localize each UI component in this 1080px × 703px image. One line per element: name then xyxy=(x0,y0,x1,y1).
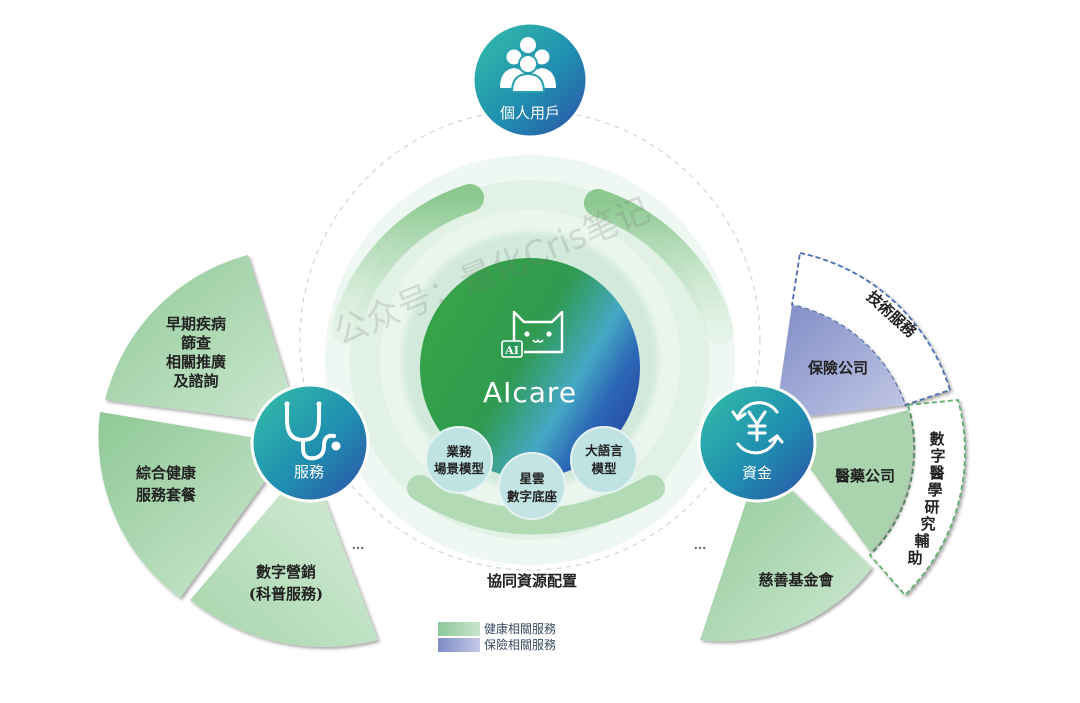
services-node: 服務 xyxy=(250,383,370,503)
svg-text:大語言: 大語言 xyxy=(585,443,623,458)
stethoscope-icon xyxy=(284,401,341,461)
services-fan: 早期疾病 篩查 相關推廣 及諮詢 綜合健康 服務套餐 數字營銷 (科普服務) .… xyxy=(98,255,378,647)
svg-text:醫: 醫 xyxy=(929,464,944,482)
segment-insurance xyxy=(775,305,905,420)
svg-text:服務套餐: 服務套餐 xyxy=(136,486,197,504)
segment-digital-marketing xyxy=(190,460,378,647)
ai-badge-text: AI xyxy=(504,344,519,357)
brand-name: AIcare xyxy=(483,376,577,409)
svg-text:早期疾病: 早期疾病 xyxy=(166,315,226,333)
svg-text:研: 研 xyxy=(924,498,939,516)
bubble-business-model: 業務 場景模型 xyxy=(425,426,493,494)
research-aid-band xyxy=(868,399,966,597)
cat-face-icon xyxy=(512,310,564,354)
svg-text:數: 數 xyxy=(929,430,944,448)
svg-text:及諮詢: 及諮詢 xyxy=(173,372,218,390)
svg-text:學: 學 xyxy=(927,481,942,499)
svg-text:醫藥公司: 醫藥公司 xyxy=(835,467,895,485)
segment-pharma xyxy=(790,410,913,552)
more-ellipsis-right: ... xyxy=(694,538,707,552)
resource-allocation-caption: 協同資源配置 xyxy=(487,572,577,590)
svg-text:究: 究 xyxy=(920,515,935,533)
bubble-llm: 大語言 模型 xyxy=(570,426,638,494)
svg-text:數字底座: 數字底座 xyxy=(507,489,558,504)
legend-label-insurance: 保險相關服務 xyxy=(484,638,557,652)
segment-early-screening xyxy=(105,255,300,425)
legend-swatch-insurance xyxy=(438,638,480,652)
segment-charity xyxy=(700,460,872,642)
legend-swatch-health xyxy=(438,622,480,636)
svg-text:字: 字 xyxy=(930,447,945,465)
legend: 健康相關服務 保險相關服務 xyxy=(438,621,556,653)
ai-badge: AI xyxy=(501,340,523,358)
svg-text:(科普服務): (科普服務) xyxy=(249,585,323,603)
individual-users-label: 個人用戶 xyxy=(500,104,560,122)
bubble-digital-base: 星雲 數字底座 xyxy=(498,452,566,520)
more-ellipsis-left: ... xyxy=(352,538,365,552)
svg-text:輔: 輔 xyxy=(914,532,929,550)
yen-cycle-icon xyxy=(731,401,784,455)
aicare-core: AI AIcare xyxy=(420,258,640,478)
svg-text:業務: 業務 xyxy=(445,444,472,459)
svg-text:模型: 模型 xyxy=(591,461,617,476)
svg-text:助: 助 xyxy=(907,549,922,567)
svg-text:相關推廣: 相關推廣 xyxy=(166,353,226,371)
users-icon xyxy=(500,37,556,93)
funding-node: 資金 xyxy=(697,383,817,503)
svg-text:星雲: 星雲 xyxy=(519,471,545,486)
segment-health-package xyxy=(98,412,293,598)
capability-bubbles: 業務 場景模型 星雲 數字底座 大語言 模型 xyxy=(425,426,638,520)
svg-text:綜合健康: 綜合健康 xyxy=(136,464,197,482)
svg-text:數字營銷: 數字營銷 xyxy=(256,563,316,581)
services-label: 服務 xyxy=(294,463,324,481)
svg-text:慈善基金會: 慈善基金會 xyxy=(758,571,834,589)
funding-fan: 保險公司 醫藥公司 慈善基金會 技術服務 數 字 醫 學 研 究 輔 助 ... xyxy=(694,251,966,642)
research-aid-label: 數 字 醫 學 研 究 輔 助 xyxy=(907,430,945,567)
svg-text:保險公司: 保險公司 xyxy=(807,359,868,377)
legend-item-health: 健康相關服務 xyxy=(438,621,556,637)
svg-text:場景模型: 場景模型 xyxy=(434,461,485,476)
legend-label-health: 健康相關服務 xyxy=(484,622,557,636)
svg-text:篩查: 篩查 xyxy=(181,334,212,352)
funding-label: 資金 xyxy=(742,464,772,482)
individual-users-node: 個人用戶 xyxy=(471,21,589,139)
halo-arc-segments xyxy=(331,184,734,535)
legend-item-insurance: 保險相關服務 xyxy=(438,637,556,653)
